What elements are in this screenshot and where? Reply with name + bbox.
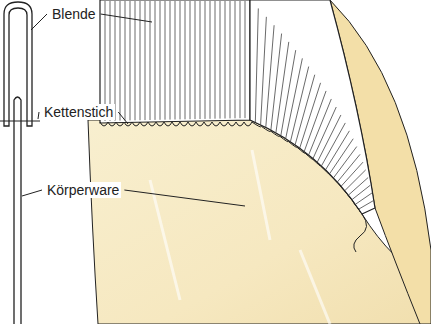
stitch-loop [271,131,280,136]
rib-line [321,123,345,166]
leader-line [22,190,42,196]
rib-line [313,107,336,159]
stitch-loop [328,173,335,180]
leader-line [118,112,128,124]
stitch-loop [188,122,196,126]
stitch-loop [244,122,252,126]
rib-line [271,34,282,130]
stitch-loop [280,136,289,142]
rib-line [230,1,231,118]
rib-line [145,1,146,120]
stitch-loop [297,147,305,153]
rib-line [155,1,156,120]
rib-line [220,1,221,119]
rib-line [235,1,236,118]
stitch-loop [236,122,244,126]
stitch-loop [305,153,313,159]
rib-line [110,1,111,121]
rib-lines [105,1,245,121]
leader-line [101,14,152,22]
stitch-loop [252,122,262,127]
rib-line [150,1,151,120]
rib-line [200,1,201,119]
rib-line [160,1,161,120]
rib-line [352,185,370,199]
garment-panel [330,0,431,324]
leader-line [31,14,47,30]
rib-line [225,1,226,119]
rib-line [304,91,326,152]
rib-lines [255,8,373,209]
rib-line [276,42,289,133]
rib-line [210,1,211,119]
rib-line [261,17,267,125]
stitch-loop [196,122,204,126]
stitch-loop [124,122,132,126]
stitch-loop [313,160,321,167]
stitch-loop [348,195,354,203]
stitch-loop [148,122,156,126]
chain-stitch [100,122,360,212]
stitch-loop [172,122,180,126]
rib-line [345,170,366,191]
rib-line [215,1,216,119]
part-label: Blende [50,6,98,22]
rib-line [125,1,126,121]
rib-line [348,178,368,196]
thread-end [354,214,367,252]
stitch-loop [100,122,108,126]
stitch-loop [262,126,271,131]
rib-line [190,1,191,119]
stitch-loop [228,122,236,126]
rib-line [105,1,106,121]
rib-line [140,1,141,120]
rib-line [120,1,121,121]
stitch-loop [321,166,328,173]
rib-line [341,162,363,186]
stitch-line [0,121,40,122]
fabric-section [14,97,21,324]
stitch-loop [354,204,360,212]
band-section [4,2,32,126]
rib-line [165,1,166,120]
fabric-fold [150,150,330,324]
rib-line [195,1,196,119]
stitch-loop [108,122,116,126]
rib-line [180,1,181,119]
stitch-loop [116,122,124,126]
stitch-loop [289,142,297,148]
rib-line [245,1,246,118]
part-label: Kettenstich [42,104,115,120]
stitch-loop [140,122,148,126]
rib-line [359,200,374,209]
stitch-loop [220,122,228,126]
stitch-loop [180,122,188,126]
rib-band [250,0,375,214]
rib-line [255,8,258,122]
rib-line [309,99,332,155]
rib-line [205,1,206,119]
stitch-loop [156,122,164,126]
rib-line [281,50,296,136]
stitch-loop [342,188,349,196]
stitch-loop [212,122,220,126]
rib-band [100,0,250,123]
rib-line [185,1,186,119]
rib-line [115,1,116,121]
stitch-loop [204,122,212,126]
rib-line [170,1,171,120]
rib-line [175,1,176,120]
leader-line [124,190,245,206]
rib-line [317,115,341,162]
leader-line [38,112,39,119]
stitch-loop [132,122,140,126]
stitch-loop [335,180,342,188]
stitch-loop [164,122,172,126]
part-label: Körperware [45,182,121,198]
rib-line [240,1,241,118]
